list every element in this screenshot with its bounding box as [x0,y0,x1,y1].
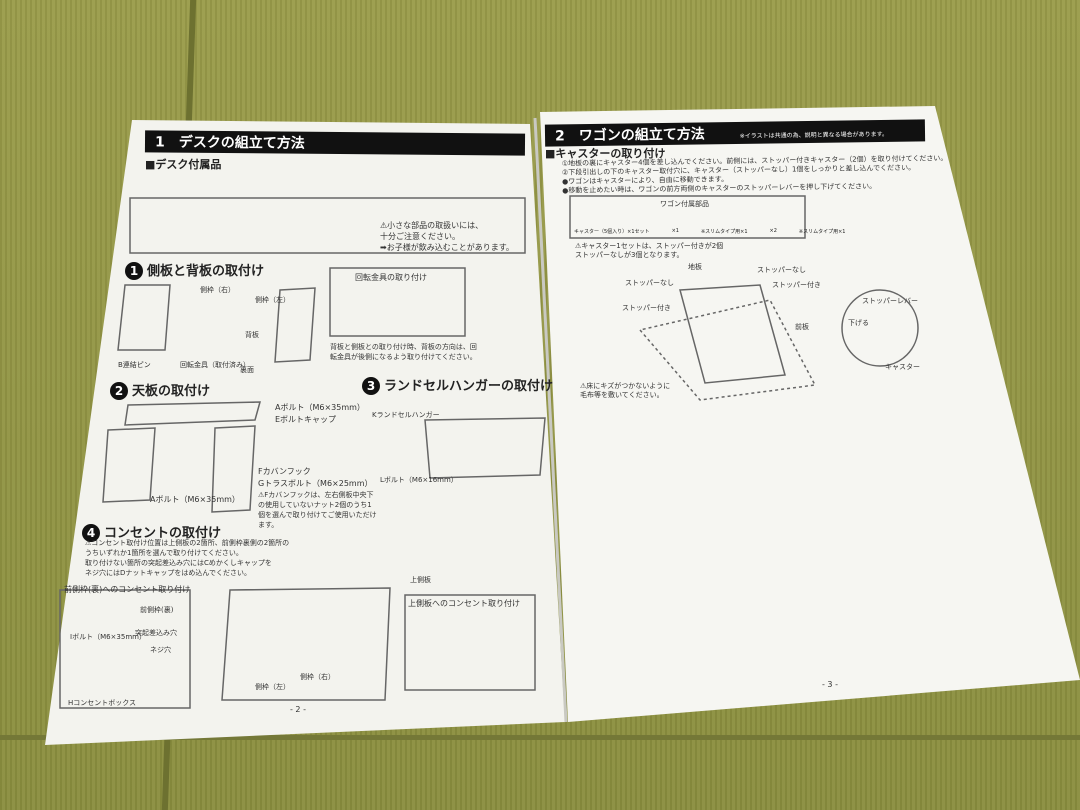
note-line: 毛布等を敷いてください。 [580,391,664,399]
step-title: 天板の取付け [132,384,211,399]
label: 前板 [795,323,809,331]
note-line: ⚠コンセント取付け位置は上側板の2箇所、前側枠裏側の2箇所の [85,539,290,547]
label: Lボルト（M6×16mm） [380,476,458,484]
label: ネジ穴 [150,646,171,654]
label: ストッパーなし [625,279,674,287]
label: Aボルト（M6×35mm） [275,403,365,412]
step-title: ランドセルハンガーの取付け [384,379,554,394]
part-qty: キャスター（5個入り）×1セット [574,229,650,235]
note-line: ⚠床にキズがつかないように [580,382,671,390]
part-qty: ※スリムタイプ用×1 [700,229,748,235]
parts-table-title: ワゴン付属部品 [660,200,709,208]
label: Hコンセントボックス [68,699,137,707]
caution-line: ➡お子様が飲み込むことがあります。 [380,243,514,252]
left-page-title: 1 デスクの組立て方法 [144,130,526,156]
label: 下げる [848,319,869,327]
desk-illustrations [59,197,546,709]
label: 上側板 [410,576,431,584]
note-line: ⚠キャスター1セットは、ストッパー付きが2個 [575,242,724,250]
label: 地板 [688,263,702,271]
step-title: 側板と背板の取付け [147,264,265,279]
step-note: 背板と側板との取り付け時、背板の方向は、回転金具が後側になるよう取り付けてくださ… [330,343,477,361]
section-heading: ■キャスターの取り付け [545,147,666,160]
note-line: うちいずれか1箇所を選んで取り付けてください。 [85,549,243,557]
label: Eボルトキャップ [275,415,337,424]
page-number: - 3 - [822,680,838,689]
label: ストッパー付き [772,281,821,289]
title-text: 2 ワゴンの組立て方法 [554,126,705,145]
step1-title: 1 側板と背板の取付け [125,260,264,280]
label: 前側枠(裏) [140,606,174,614]
parts-row: キャスター（5個入り）×1セット ×1 ※スリムタイプ用×1 ×2 ※スリムタイ… [574,228,845,235]
label: キャスター [885,363,920,371]
label: 背板 [245,331,259,339]
right-page [540,106,1080,722]
label: 側枠（左） [255,296,290,304]
step4-title: 4 コンセントの取付け [82,522,221,542]
left-page [45,120,565,745]
label: ストッパーレバー [862,297,918,305]
label: Fカバンフック [258,467,311,476]
caution-line: ⚠小さな部品の取扱いには、 [380,221,484,230]
note-line: ストッパーなしが3個となります。 [575,251,684,259]
caution-line: 十分ご注意ください。 [380,232,460,241]
label: Gトラスボルト（M6×25mm） [258,479,373,488]
tatami-seam [0,735,1080,740]
label: Aボルト（M6×35mm） [150,495,240,504]
instructions: ①地板の裏にキャスター4個を差し込んでください。前側には、ストッパー付きキャスタ… [562,154,948,195]
step-number: 4 [82,524,100,542]
step3-title: 3 ランドセルハンガーの取付け [362,375,553,395]
step-number: 3 [362,377,380,395]
label: 回転金具（取付済み） [180,361,250,369]
label: 側枠（右） [300,673,335,681]
part-qty: ×2 [769,228,777,234]
label: ストッパーなし [757,266,806,274]
note-line: 取り付けない箇所の突起差込み穴にはCめかくしキャップを [85,559,272,567]
part-qty: ×1 [671,228,679,234]
label: Kランドセルハンガー [372,411,440,419]
step-title: コンセントの取付け [104,526,222,541]
step-number: 1 [125,262,143,280]
parts-heading: ■デスク付属品 [145,158,222,171]
label: 突起差込み穴 [135,629,177,637]
inset-title: 上側板へのコンセント取り付け [408,599,520,608]
step2-title: 2 天板の取付け [110,380,210,400]
label: Iボルト（M6×35mm） [70,633,146,641]
step-note: ⚠Fカバンフックは、左右側板中央下の使用していないナット2個のうち1個を選んで取… [258,491,377,529]
title-note: ※イラストは共通の為、説明と異なる場合があります。 [739,130,889,140]
label: ストッパー付き [622,304,671,312]
part-qty: ※スリムタイプ用×1 [798,229,846,235]
floor-note: ⚠床にキズがつかないように 毛布等を敷いてください。 [580,382,670,400]
step4-note: ⚠コンセント取付け位置は上側板の2箇所、前側枠裏側の2箇所の うちいずれか1箇所… [85,538,289,578]
parts-note: ⚠キャスター1セットは、ストッパー付きが2個 ストッパーなしが3個となります。 [575,242,723,260]
page-fold [533,117,568,723]
label: B連結ピン [118,361,151,369]
note-line: ネジ穴にはDナットキャップをはめ込んでください。 [85,569,252,577]
inset-title: 前側枠(裏)へのコンセント取り付け [64,585,191,594]
page-number: - 2 - [290,705,306,714]
label: 側枠（右） [200,286,235,294]
inset-title: 回転金具の取り付け [355,273,427,282]
label: 側枠（左） [255,683,290,691]
label: 裏面 [240,366,254,374]
caution-note: ⚠小さな部品の取扱いには、 十分ご注意ください。 ➡お子様が飲み込むことがありま… [380,220,514,253]
wagon-illustrations [569,195,919,401]
step-number: 2 [110,382,128,400]
